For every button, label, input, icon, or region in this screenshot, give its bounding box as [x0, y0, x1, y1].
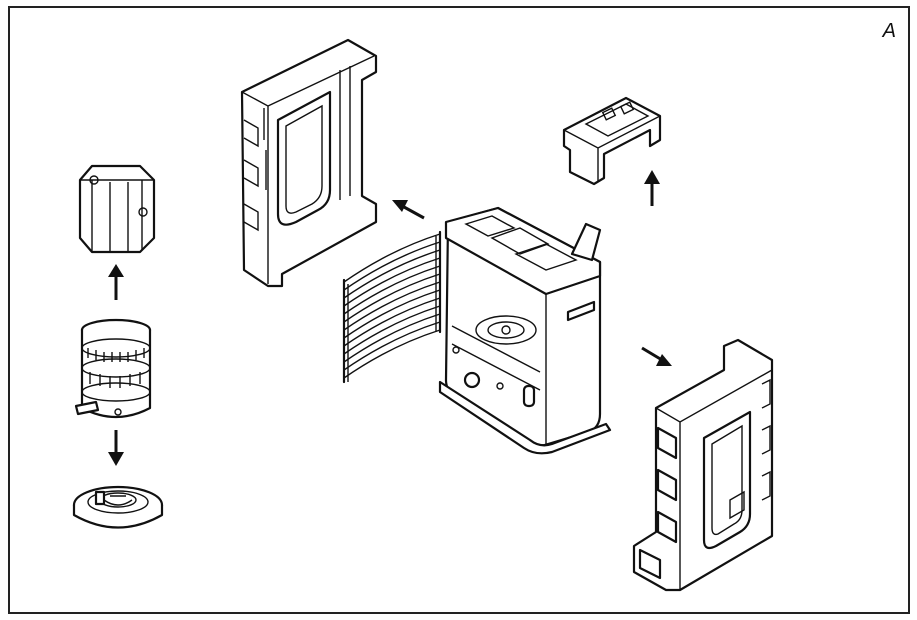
arrow-down-burner	[108, 430, 124, 466]
right-side-panel	[632, 338, 774, 592]
left-side-panel	[240, 38, 378, 288]
burner-assembly	[74, 318, 152, 418]
arrow-up-sleeve	[108, 264, 124, 300]
burner-sleeve	[78, 164, 156, 254]
arrow-up-handle	[644, 170, 660, 206]
top-handle	[562, 96, 662, 186]
arrow-right-panel	[641, 346, 672, 366]
heater-body	[438, 206, 612, 455]
arrow-left-panel	[392, 200, 425, 220]
front-grille	[342, 230, 442, 384]
burner-base	[72, 485, 164, 529]
figure-label: A	[882, 20, 896, 42]
